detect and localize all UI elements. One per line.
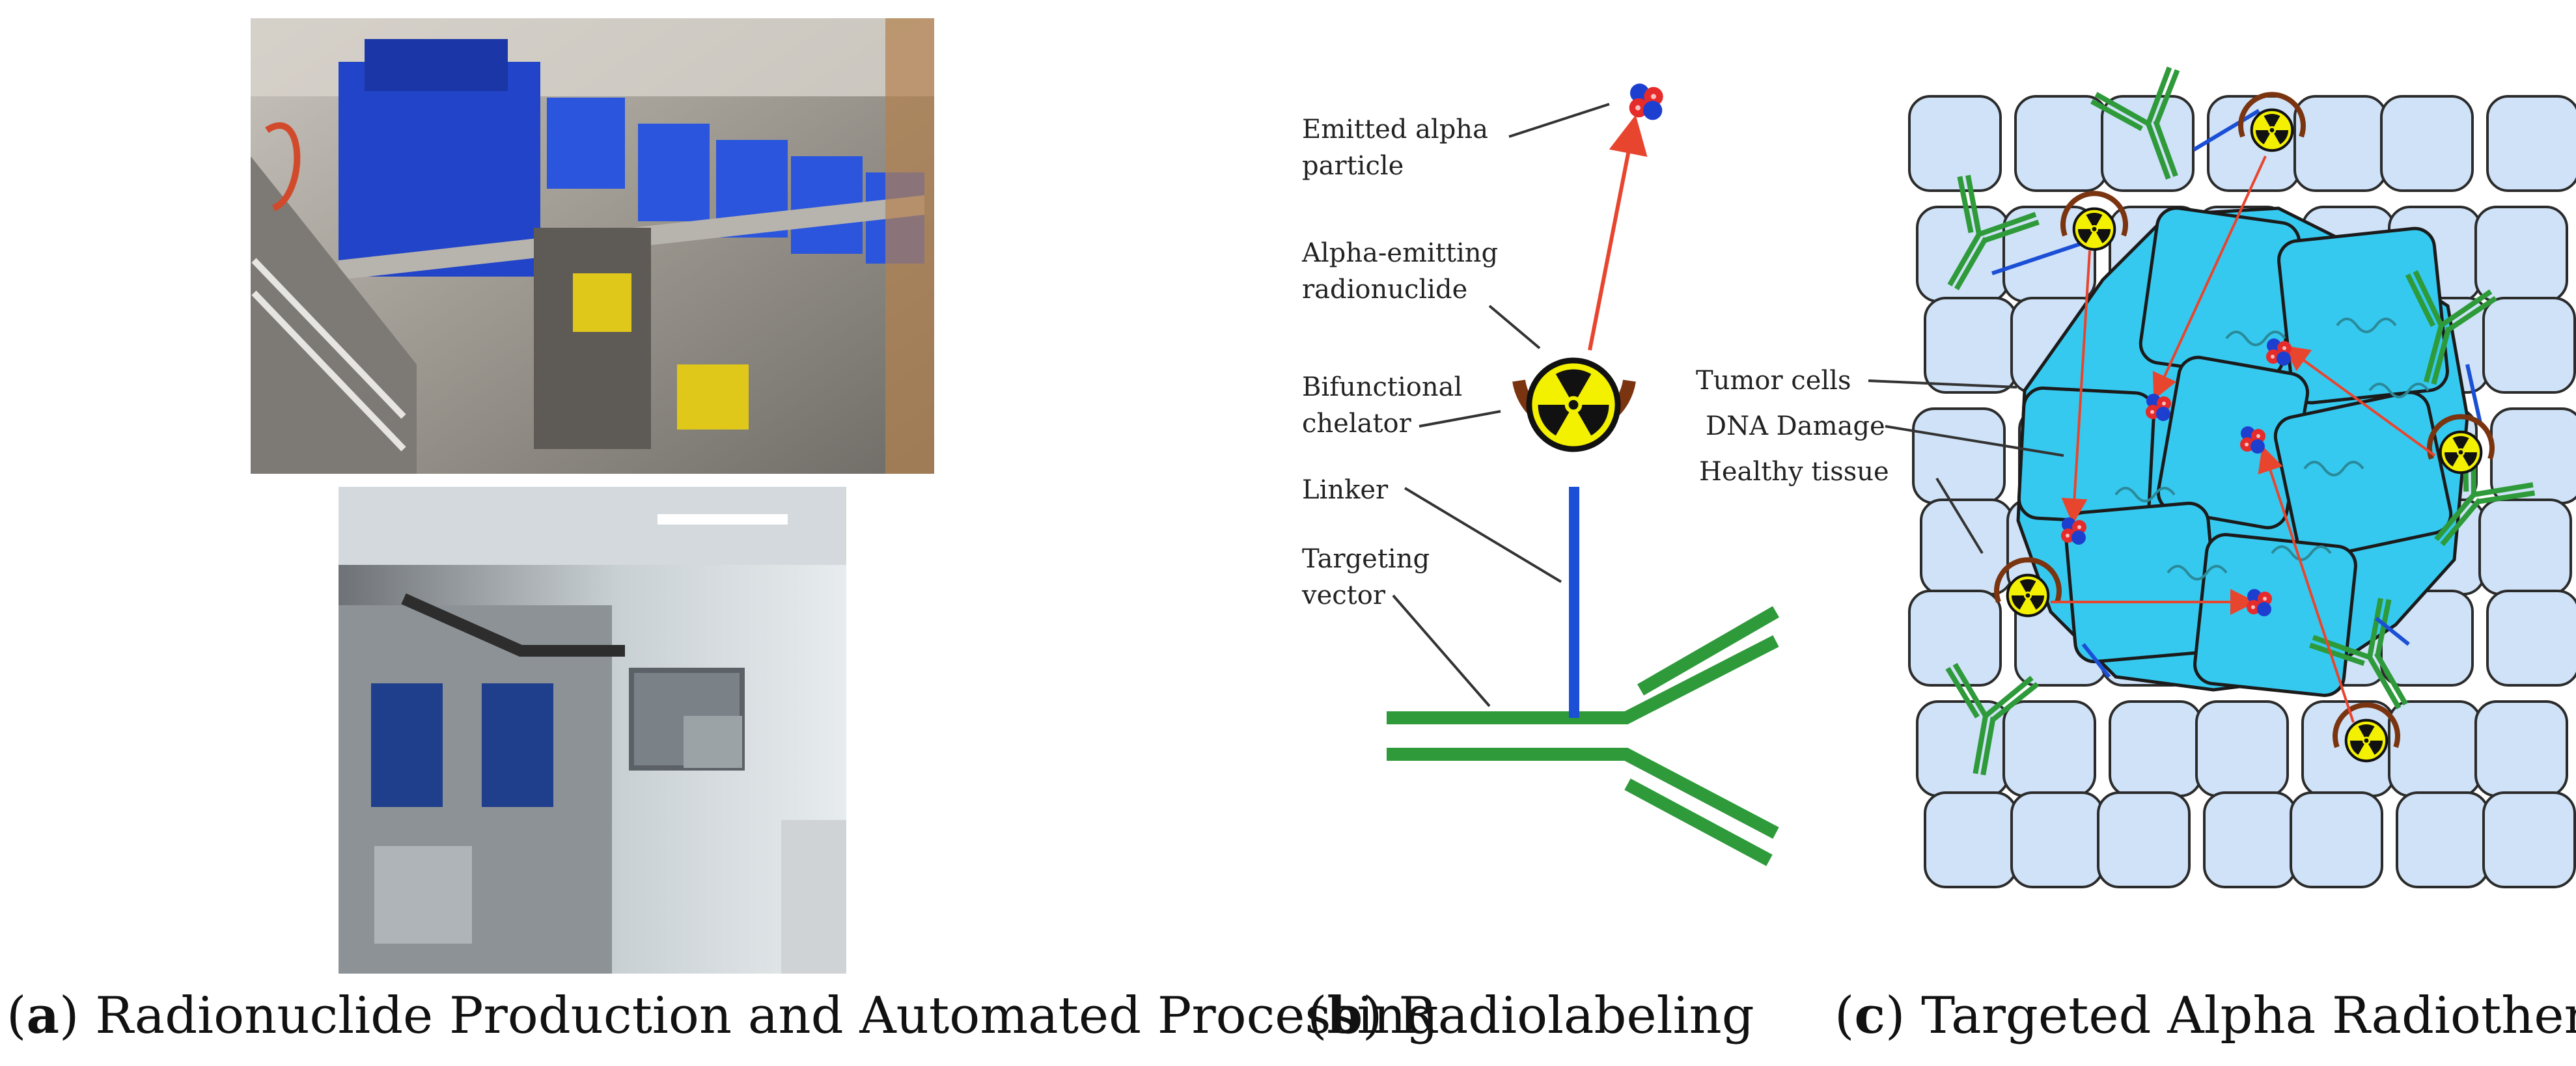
tumor-cell — [2277, 226, 2449, 405]
label-emitted-alpha-line1: Emitted alpha — [1302, 115, 1488, 144]
alpha-particle-icon — [2266, 338, 2292, 366]
radionuclide-hazard-icon — [2346, 720, 2387, 761]
dna-damage-icon — [2336, 318, 2397, 333]
label-alpha-emitting-line1: Alpha-emitting — [1301, 238, 1498, 268]
healthy-cell — [2195, 700, 2289, 797]
healthy-cell — [2010, 791, 2104, 888]
antibody-icon — [2309, 597, 2408, 709]
radionuclide-hazard-icon — [2074, 209, 2115, 250]
alpha-emission-arrow — [1588, 115, 1648, 351]
healthy-cell — [1924, 791, 2017, 888]
panel-b-leaders — [1392, 103, 1610, 707]
healthy-cell — [2290, 791, 2383, 888]
panel-c-leaders — [1868, 379, 2064, 554]
alpha-emission-arrow — [2152, 156, 2267, 400]
healthy-cell — [2486, 590, 2576, 687]
healthy-cell — [2388, 700, 2482, 797]
antibody-icon — [1947, 174, 2040, 290]
radionuclide-hazard-icon — [1529, 361, 1618, 449]
healthy-cell — [2396, 791, 2489, 888]
panel-a — [251, 18, 934, 974]
label-chelator-line2: chelator — [1302, 409, 1412, 439]
healthy-cell — [2474, 206, 2568, 303]
dna-damage-icon — [2368, 383, 2430, 398]
healthy-cell — [1908, 590, 2002, 687]
label-chelator-line1: Bifunctional — [1302, 372, 1462, 402]
healthy-cell — [2203, 791, 2297, 888]
label-dna-damage: DNA Damage — [1706, 411, 1885, 441]
hot-cell-lab-photo — [339, 487, 846, 974]
caption-a-letter: a — [26, 986, 59, 1045]
radionuclide-hazard-icon — [2008, 575, 2049, 616]
healthy-cell — [1912, 407, 2006, 504]
healthy-cell — [2380, 95, 2474, 192]
alpha-emission-arrow — [2283, 345, 2436, 457]
alpha-particle-icon — [2146, 394, 2171, 421]
alpha-particle-icon — [2061, 517, 2086, 545]
healthy-cell — [2482, 297, 2576, 394]
chelator-arc — [2333, 702, 2400, 748]
alpha-emission-arrow — [2258, 445, 2355, 723]
therapy-overlay — [1945, 66, 2536, 776]
alpha-particle-icon — [1629, 83, 1663, 120]
tumor-cell — [2017, 386, 2156, 525]
healthy-cell — [1924, 297, 2017, 394]
healthy-cell — [2097, 791, 2191, 888]
linker-line — [2375, 616, 2410, 646]
caption-a-text: Radionuclide Production and Automated Pr… — [95, 987, 1439, 1045]
panel-b: Emitted alpha particle Alpha-emitting ra… — [1301, 83, 1779, 866]
linker-line — [2465, 364, 2482, 424]
label-emitted-alpha-line2: particle — [1302, 151, 1404, 181]
chelator-arc — [2238, 92, 2306, 138]
antibody-targeting-vector — [1387, 606, 1779, 866]
alpha-emission-arrow — [2061, 250, 2091, 525]
caption-c-letter: c — [1854, 986, 1885, 1045]
alpha-particle-icon — [2240, 426, 2265, 454]
caption-b-text: Radiolabeling — [1398, 987, 1754, 1045]
healthy-cell — [2293, 95, 2387, 192]
dna-damage-icon — [2167, 565, 2228, 581]
healthy-cell — [2474, 700, 2568, 797]
label-healthy-tissue: Healthy tissue — [1699, 457, 1889, 487]
healthy-cell — [2482, 791, 2576, 888]
panel-c: Tumor cells DNA Damage Healthy tissue — [1696, 66, 2576, 888]
antibody-icon — [2090, 66, 2180, 180]
dna-damage-icon — [2114, 487, 2176, 502]
dna-damage-icon — [2271, 545, 2332, 561]
radionuclide-hazard-icon — [2441, 432, 2482, 473]
antibody-icon — [1945, 663, 2040, 776]
caption-c: (c) Targeted Alpha Radiotherapy — [1835, 986, 2576, 1045]
healthy-cell — [2109, 700, 2202, 797]
dna-damage-icon — [2225, 331, 2286, 346]
chelator-arc — [2060, 191, 2128, 237]
chelator-arc — [2427, 414, 2495, 460]
healthy-cell — [2478, 499, 2572, 595]
healthy-cell — [1916, 206, 2010, 303]
caption-b: (b) Radiolabeling — [1307, 986, 1754, 1045]
linker-line — [2193, 109, 2260, 152]
healthy-cell — [2101, 95, 2195, 192]
label-targeting-vector-line1: Targeting — [1302, 544, 1430, 574]
caption-a: (a) Radionuclide Production and Automate… — [7, 986, 1439, 1045]
radionuclide-hazard-icon — [2252, 110, 2293, 151]
caption-c-text: Targeted Alpha Radiotherapy — [1921, 987, 2576, 1045]
healthy-cell — [2002, 700, 2096, 797]
healthy-cell — [2014, 95, 2108, 192]
chelator-arc — [1994, 557, 2062, 603]
caption-b-letter: b — [1327, 986, 1363, 1045]
label-targeting-vector-line2: vector — [1301, 581, 1386, 610]
antibody-icon — [2405, 270, 2497, 385]
dna-damage-icon — [2303, 461, 2364, 476]
label-alpha-emitting-line2: radionuclide — [1302, 275, 1467, 305]
alpha-particle-icon — [2247, 589, 2272, 616]
tumor-cell — [2273, 390, 2453, 560]
linker-line — [2081, 643, 2111, 678]
healthy-cell — [2486, 95, 2576, 192]
label-linker: Linker — [1302, 475, 1389, 505]
tumor-cell — [2193, 533, 2357, 697]
cyclotron-photo — [251, 18, 934, 474]
label-tumor-cells: Tumor cells — [1696, 366, 1851, 396]
healthy-cell — [1908, 95, 2002, 192]
